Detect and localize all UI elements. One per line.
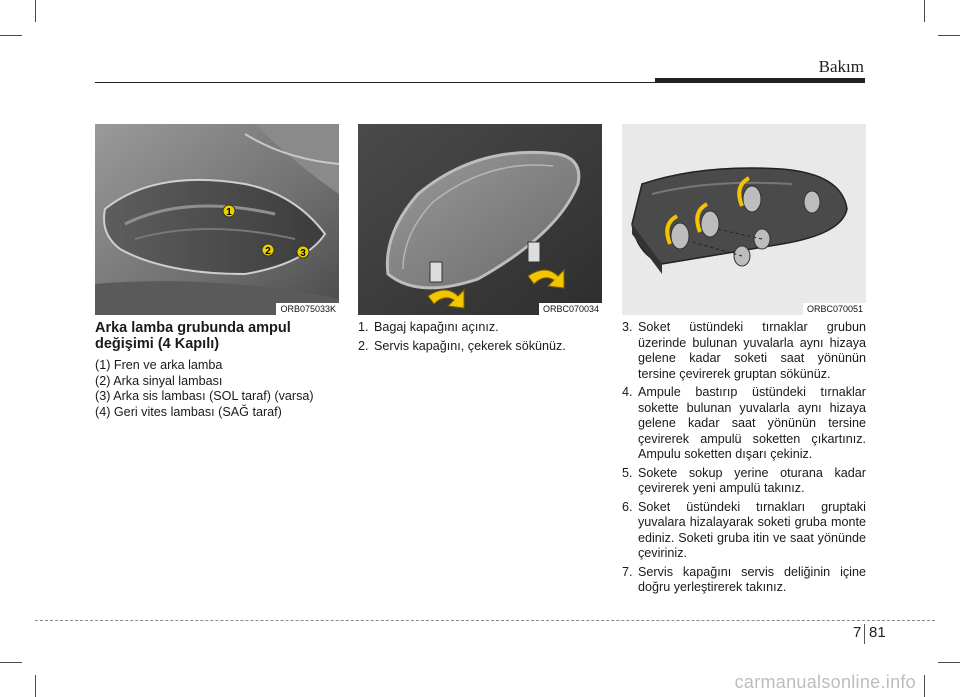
figure-code: ORBC070051 [802, 303, 866, 315]
step-number: 4. [622, 385, 633, 399]
step-number: 3. [622, 320, 633, 334]
steps-list: 1. Bagaj kapağını açınız. 2. Servis kapağı… [358, 320, 602, 354]
step-number: 1. [358, 320, 369, 334]
page-index: 81 [869, 624, 886, 641]
figure-tail-lamp: 1 2 3 ORB075033K [95, 124, 339, 315]
crop-mark [938, 662, 960, 663]
list-item: (1) Fren ve arka lamba [95, 358, 223, 372]
step-text: Servis kapağını, çekerek sökünüz. [374, 338, 566, 353]
step-text: Bagaj kapağını açınız. [374, 320, 499, 334]
arrow-icon [427, 288, 465, 309]
step-number: 7. [622, 564, 633, 579]
list-item: (4) Geri vites lambası (SAĞ taraf) [95, 404, 282, 419]
step-number: 5. [622, 465, 633, 480]
list-item: 6. Soket üstündeki tırnakları gruptaki yu… [622, 500, 866, 562]
list-item: (2) Arka sinyal lambası [95, 373, 223, 388]
arrow-icon [665, 214, 679, 245]
step-text: Ampule bastırıp üstündeki tırnaklar soke… [638, 385, 866, 461]
steps-list: 3. Soket üstündeki tırnaklar grubun üzeri… [622, 320, 866, 596]
figure-code: ORB075033K [276, 303, 339, 315]
figure-lamp-sockets: ORBC070051 [622, 124, 866, 315]
crop-mark [924, 675, 925, 697]
list-item: 3. Soket üstündeki tırnaklar grubun üzeri… [622, 320, 866, 382]
crop-mark [35, 675, 36, 697]
step-text: Soket üstündeki tırnaklar grubun üzerind… [638, 320, 866, 381]
step-number: 2. [358, 338, 369, 353]
arrow-icon [695, 202, 709, 233]
callout-3: 3 [300, 248, 306, 259]
crop-mark [938, 35, 960, 36]
list-item: 2. Servis kapağını, çekerek sökünüz. [358, 339, 602, 355]
page-number-divider [864, 624, 865, 644]
column-3: 3. Soket üstündeki tırnaklar grubun üzeri… [622, 320, 866, 599]
page-number: 7 81 [820, 624, 900, 644]
lamp-list: (1) Fren ve arka lamba (2) Arka sinyal l… [95, 358, 339, 420]
callout-1: 1 [226, 207, 232, 218]
chapter-number: 7 [853, 624, 862, 641]
crop-mark [0, 662, 22, 663]
callout-2: 2 [265, 246, 271, 257]
arrow-icon [527, 268, 565, 289]
section-title: Bakım [818, 57, 864, 76]
header-bar [655, 78, 865, 83]
step-number: 6. [622, 499, 633, 514]
crop-mark [35, 0, 36, 22]
step-text: Sokete sokup yerine oturana kadar çevire… [638, 465, 866, 496]
watermark: carmanualsonline.info [734, 672, 916, 692]
list-item: 7. Servis kapağını servis deliğinin içine… [622, 565, 866, 596]
crop-mark [0, 35, 22, 36]
header-rule [95, 82, 865, 83]
step-text: Servis kapağını servis deliğinin içine d… [638, 564, 866, 595]
subsection-heading: Arka lamba grubunda ampul değişimi (4 Ka… [95, 320, 291, 352]
list-item: (3) Arka sis lambası (SOL taraf) (varsa) [95, 389, 314, 403]
list-item: 1. Bagaj kapağını açınız. [358, 320, 602, 336]
column-2: 1. Bagaj kapağını açınız. 2. Servis kapağı… [358, 320, 602, 357]
figure-code: ORBC070034 [538, 303, 602, 315]
crop-mark [924, 0, 925, 22]
step-text: Soket üstündeki tırnakları gruptaki yuva… [638, 499, 866, 561]
list-item: 4. Ampule bastırıp üstündeki tırnaklar so… [622, 385, 866, 463]
column-1: Arka lamba grubunda ampul değişimi (4 Ka… [95, 320, 339, 420]
footer-rule [35, 620, 935, 621]
list-item: 5. Sokete sokup yerine oturana kadar çevi… [622, 466, 866, 497]
arrow-icon [737, 176, 751, 207]
figure-service-cover: ORBC070034 [358, 124, 602, 315]
